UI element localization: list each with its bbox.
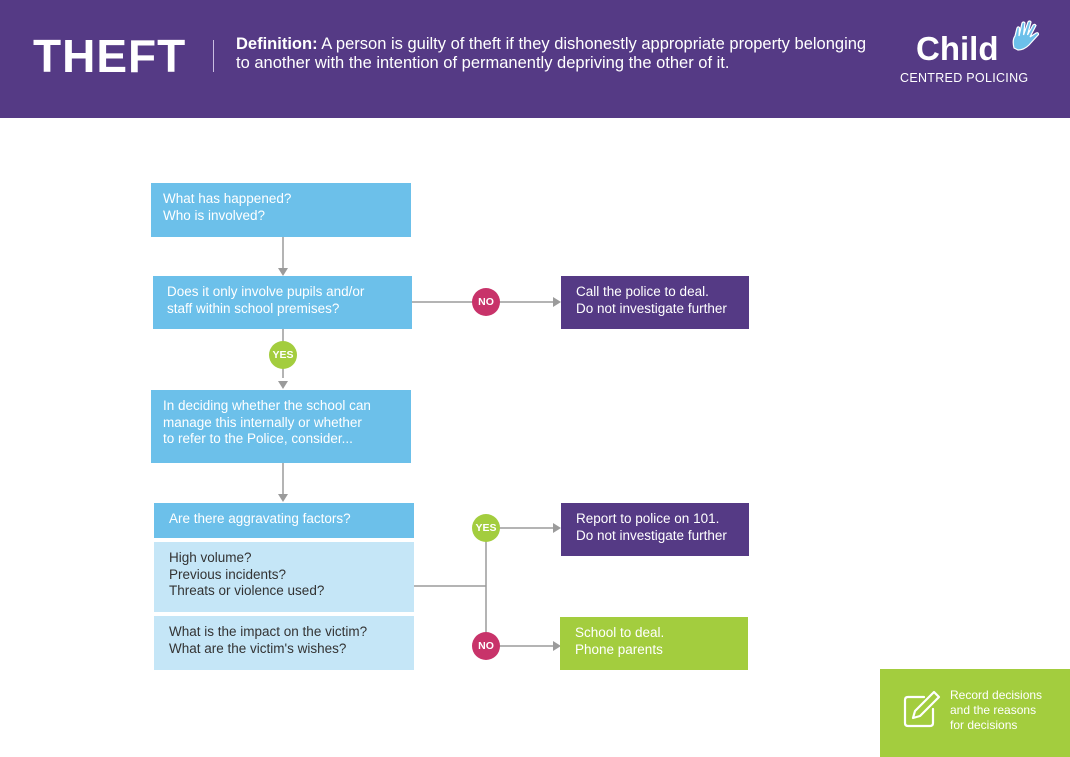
step3-line3: to refer to the Police, consider...: [163, 431, 353, 446]
aggravating-factors-list: High volume? Previous incidents? Threats…: [154, 542, 414, 612]
child-centred-policing-logo: Child CENTRED POLICING: [898, 18, 1048, 93]
step2-line2: staff within school premises?: [167, 300, 340, 316]
yes-badge-factors: YES: [472, 514, 500, 542]
aggravating-factors-header: Are there aggravating factors?: [154, 503, 414, 538]
hand-icon: [1012, 20, 1040, 51]
call-police-line1: Call the police to deal.: [576, 284, 709, 299]
result-school-to-deal: School to deal. Phone parents: [560, 617, 748, 670]
step1-line2: Who is involved?: [163, 207, 266, 223]
school-line1: School to deal.: [575, 625, 665, 640]
arrowhead-factors: [278, 494, 288, 502]
victim-impact-box: What is the impact on the victim? What a…: [154, 616, 414, 670]
logo-subtitle: CENTRED POLICING: [900, 71, 1029, 85]
definition-text: Definition: A person is guilty of theft …: [236, 35, 876, 73]
step3-line2: manage this internally or whether: [163, 414, 362, 430]
header-banner: THEFT Definition: A person is guilty of …: [0, 0, 1070, 118]
report-line2: Do not investigate further: [576, 527, 727, 543]
step2-line1: Does it only involve pupils and/or: [167, 284, 365, 299]
report-line1: Report to police on 101.: [576, 511, 720, 526]
call-police-line2: Do not investigate further: [576, 300, 727, 316]
record-decisions-text: Record decisions and the reasons for dec…: [950, 688, 1062, 733]
yes-badge-step2: YES: [269, 341, 297, 369]
record-line1: Record decisions: [950, 688, 1043, 702]
flowchart: What has happened? Who is involved? Does…: [0, 118, 1070, 757]
record-line2: and the reasons: [950, 703, 1037, 717]
impact-line1: What is the impact on the victim?: [169, 624, 368, 639]
arrowhead-yes-result: [553, 523, 561, 533]
connector-lines: [278, 237, 561, 651]
step1-line1: What has happened?: [163, 191, 292, 206]
factor-threats: Threats or violence used?: [169, 583, 325, 598]
result-report-101: Report to police on 101. Do not investig…: [561, 503, 749, 556]
result-call-police: Call the police to deal. Do not investig…: [561, 276, 749, 329]
definition-body: A person is guilty of theft if they dish…: [236, 35, 867, 72]
record-line3: for decisions: [950, 718, 1018, 732]
header-divider: [213, 40, 214, 72]
record-decisions-panel: Record decisions and the reasons for dec…: [880, 669, 1070, 757]
arrowhead-school-result: [553, 641, 561, 651]
factor-previous-incidents: Previous incidents?: [169, 566, 287, 582]
step-what-happened: What has happened? Who is involved?: [151, 183, 411, 237]
step-involves-pupils: Does it only involve pupils and/or staff…: [153, 276, 412, 329]
no-badge-factors: NO: [472, 632, 500, 660]
school-line2: Phone parents: [575, 641, 663, 657]
arrowhead-no-result: [553, 297, 561, 307]
step3-line1: In deciding whether the school can: [163, 398, 371, 413]
factor-high-volume: High volume?: [169, 550, 252, 565]
definition-label: Definition:: [236, 35, 318, 53]
edit-pencil-icon: [903, 690, 941, 728]
impact-line2: What are the victim's wishes?: [169, 640, 347, 656]
step-deciding: In deciding whether the school can manag…: [151, 390, 411, 463]
no-badge-step2: NO: [472, 288, 500, 316]
arrowhead-step3: [278, 381, 288, 389]
logo-word: Child: [916, 30, 999, 67]
arrowhead-step2: [278, 268, 288, 276]
page-title: THEFT: [33, 30, 187, 82]
